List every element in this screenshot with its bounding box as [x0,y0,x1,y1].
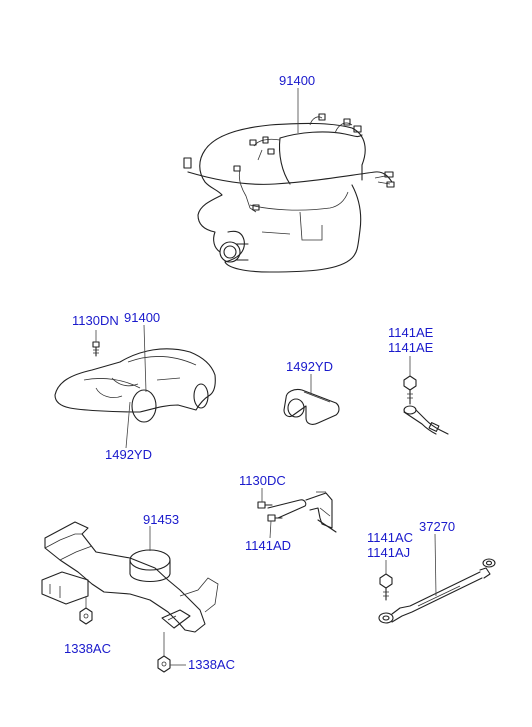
label-91400-vehicle: 91400 [124,310,161,325]
vehicle-silhouette [54,348,216,423]
nut-1338AC-b [157,655,171,673]
label-1130DC: 1130DC [239,473,286,488]
leader-1141AD [269,520,272,539]
label-1492YD-clip: 1492YD [286,359,333,374]
label-1141AC: 1141AC [367,530,414,545]
label-1338AC-2: 1338AC [188,657,235,672]
label-1492YD-vehicle: 1492YD [105,447,152,462]
nut-1338AC-a [79,607,93,625]
label-1141AE-2: 1141AE [388,340,434,355]
label-1338AC-1: 1338AC [64,641,111,656]
bolt-1141AD [267,514,283,522]
bracket-assembly [267,491,337,533]
leader-1492YD-car [125,401,131,449]
bracket-91453 [41,521,219,633]
label-91400-engine: 91400 [279,73,316,88]
bolt-1141AC [379,573,393,601]
battery-cable-37270 [378,558,496,624]
label-1141AJ: 1141AJ [367,545,411,560]
label-1141AE-1: 1141AE [388,325,434,340]
engine-wiring-harness [183,113,395,273]
cable-clip-1492YD [283,388,340,425]
label-91453: 91453 [143,512,180,527]
label-1141AD: 1141AD [245,538,292,553]
label-1130DN: 1130DN [72,313,119,328]
bolt-1130DC [257,501,273,509]
leader-91400-car [143,324,147,393]
bolt-1130DN [92,341,100,357]
leader-37270 [434,533,437,597]
ground-terminal-1141AE [403,375,449,435]
label-37270: 37270 [419,519,456,534]
